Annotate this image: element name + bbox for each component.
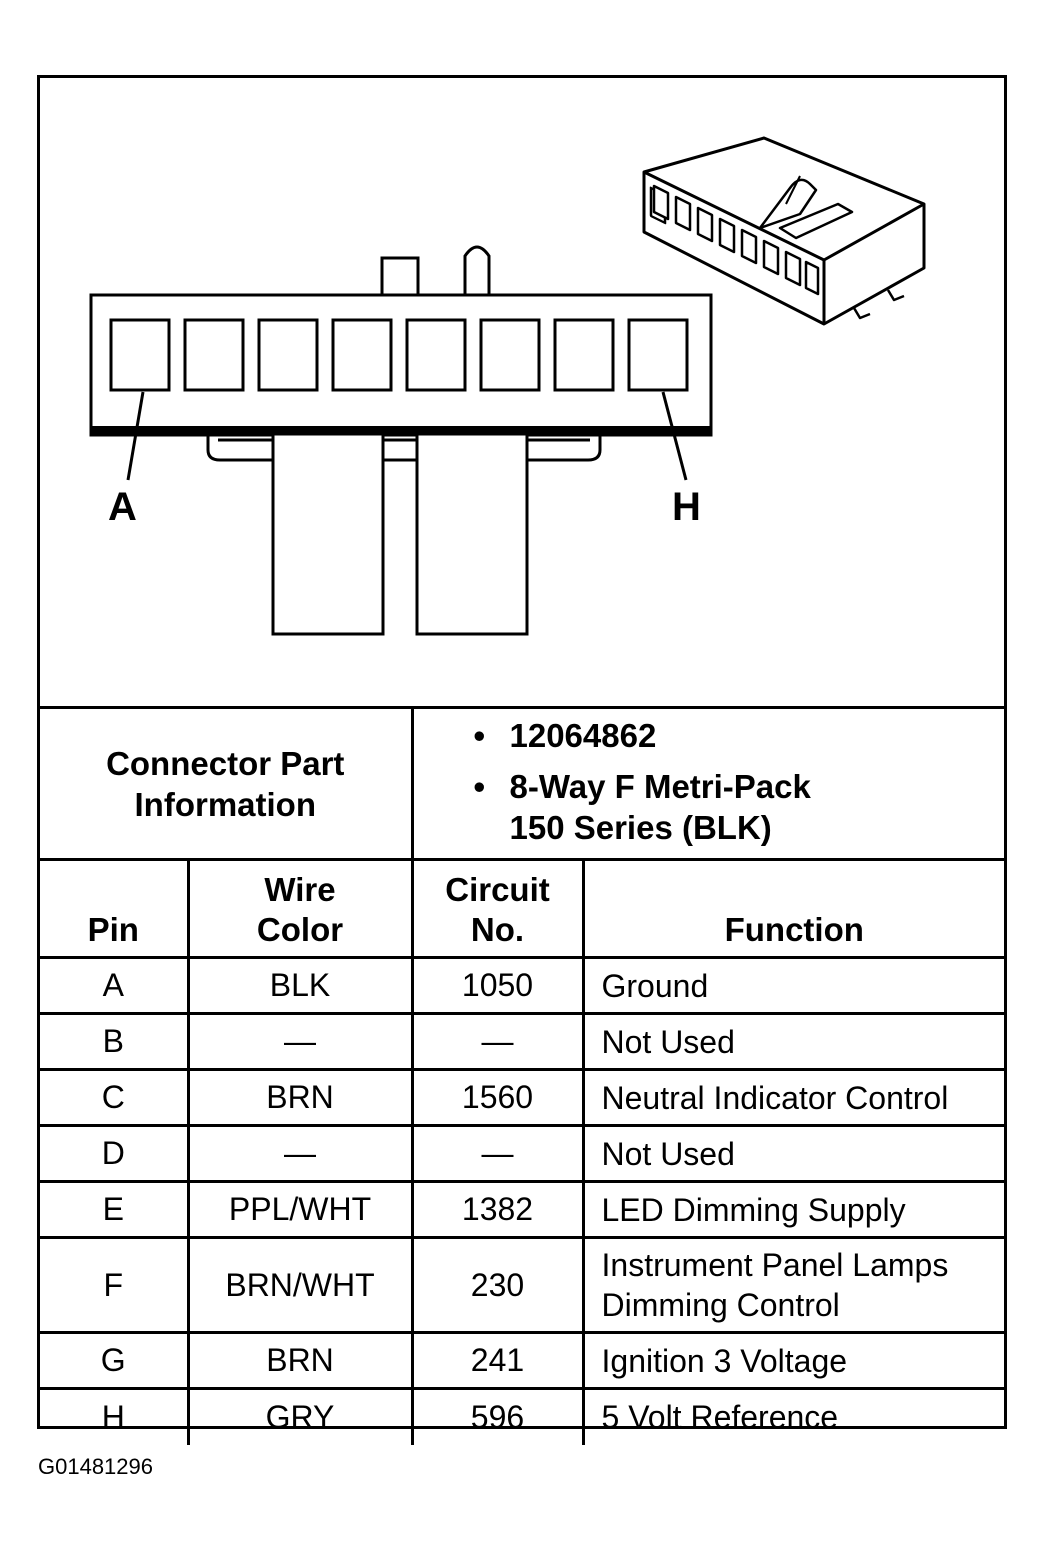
circuit-cell: 230 <box>410 1236 585 1334</box>
circuit-cell: 1382 <box>410 1180 585 1239</box>
header-circuit-no: Circuit No. <box>410 858 585 959</box>
pin-cell: C <box>40 1068 190 1127</box>
pin-label-a: A <box>108 485 137 529</box>
wire-color-cell: — <box>186 1124 414 1183</box>
connector-part-info-label: Connector Part Information <box>40 706 414 861</box>
table-header-row: Pin Wire Color Circuit No. Function <box>40 858 1004 959</box>
connector-type: 8-Way F Metri-Pack 150 Series (BLK) <box>474 766 850 848</box>
function-cell: Not Used <box>581 1012 1004 1071</box>
wire-color-cell: PPL/WHT <box>186 1180 414 1239</box>
function-cell: Ignition 3 Voltage <box>581 1331 1004 1390</box>
wire-color-cell: BRN/WHT <box>186 1236 414 1334</box>
table-row: B — — Not Used <box>40 1012 1004 1071</box>
connector-isometric-view <box>642 136 926 326</box>
connector-front-view <box>89 245 713 636</box>
pin-cell: H <box>40 1387 190 1445</box>
function-cell: Ground <box>581 956 1004 1015</box>
table-row: C BRN 1560 Neutral Indicator Control <box>40 1068 1004 1127</box>
circuit-cell: — <box>410 1124 585 1183</box>
circuit-cell: 596 <box>410 1387 585 1445</box>
table-row: G BRN 241 Ignition 3 Voltage <box>40 1331 1004 1390</box>
pin-cell: E <box>40 1180 190 1239</box>
table-row: H GRY 596 5 Volt Reference <box>40 1387 1004 1445</box>
table-row: D — — Not Used <box>40 1124 1004 1183</box>
pin-cell: A <box>40 956 190 1015</box>
pin-cell: G <box>40 1331 190 1390</box>
table-row: F BRN/WHT 230 Instrument Panel Lamps Dim… <box>40 1236 1004 1334</box>
pin-table: Connector Part Information 12064862 8-Wa… <box>40 706 1004 1445</box>
connector-diagram: A H <box>40 78 1004 706</box>
pin-cell: F <box>40 1236 190 1334</box>
pin-label-h: H <box>672 485 701 529</box>
circuit-cell: 241 <box>410 1331 585 1390</box>
wire-color-cell: BRN <box>186 1331 414 1390</box>
wire-color-cell: BLK <box>186 956 414 1015</box>
wire-color-cell: GRY <box>186 1387 414 1445</box>
table-row: E PPL/WHT 1382 LED Dimming Supply <box>40 1180 1004 1239</box>
circuit-cell: — <box>410 1012 585 1071</box>
header-pin: Pin <box>40 858 190 959</box>
function-cell: Neutral Indicator Control <box>581 1068 1004 1127</box>
figure-id: G01481296 <box>38 1454 153 1479</box>
header-function: Function <box>581 858 1004 959</box>
function-cell: Not Used <box>581 1124 1004 1183</box>
connector-part-info-row: Connector Part Information 12064862 8-Wa… <box>40 706 1005 861</box>
wire-color-cell: BRN <box>186 1068 414 1127</box>
pin-cell: D <box>40 1124 190 1183</box>
function-cell: Instrument Panel Lamps Dimming Control <box>581 1236 1004 1334</box>
part-number: 12064862 <box>474 715 1005 756</box>
table-row: A BLK 1050 Ground <box>40 956 1004 1015</box>
function-cell: 5 Volt Reference <box>581 1387 1004 1445</box>
pin-cell: B <box>40 1012 190 1071</box>
diagram-frame: A H <box>37 75 1007 1445</box>
circuit-cell: 1050 <box>410 956 585 1015</box>
wire-color-cell: — <box>186 1012 414 1071</box>
header-wire-color: Wire Color <box>186 858 414 959</box>
function-cell: LED Dimming Supply <box>581 1180 1004 1239</box>
circuit-cell: 1560 <box>410 1068 585 1127</box>
connector-part-info-values: 12064862 8-Way F Metri-Pack 150 Series (… <box>410 706 1005 861</box>
